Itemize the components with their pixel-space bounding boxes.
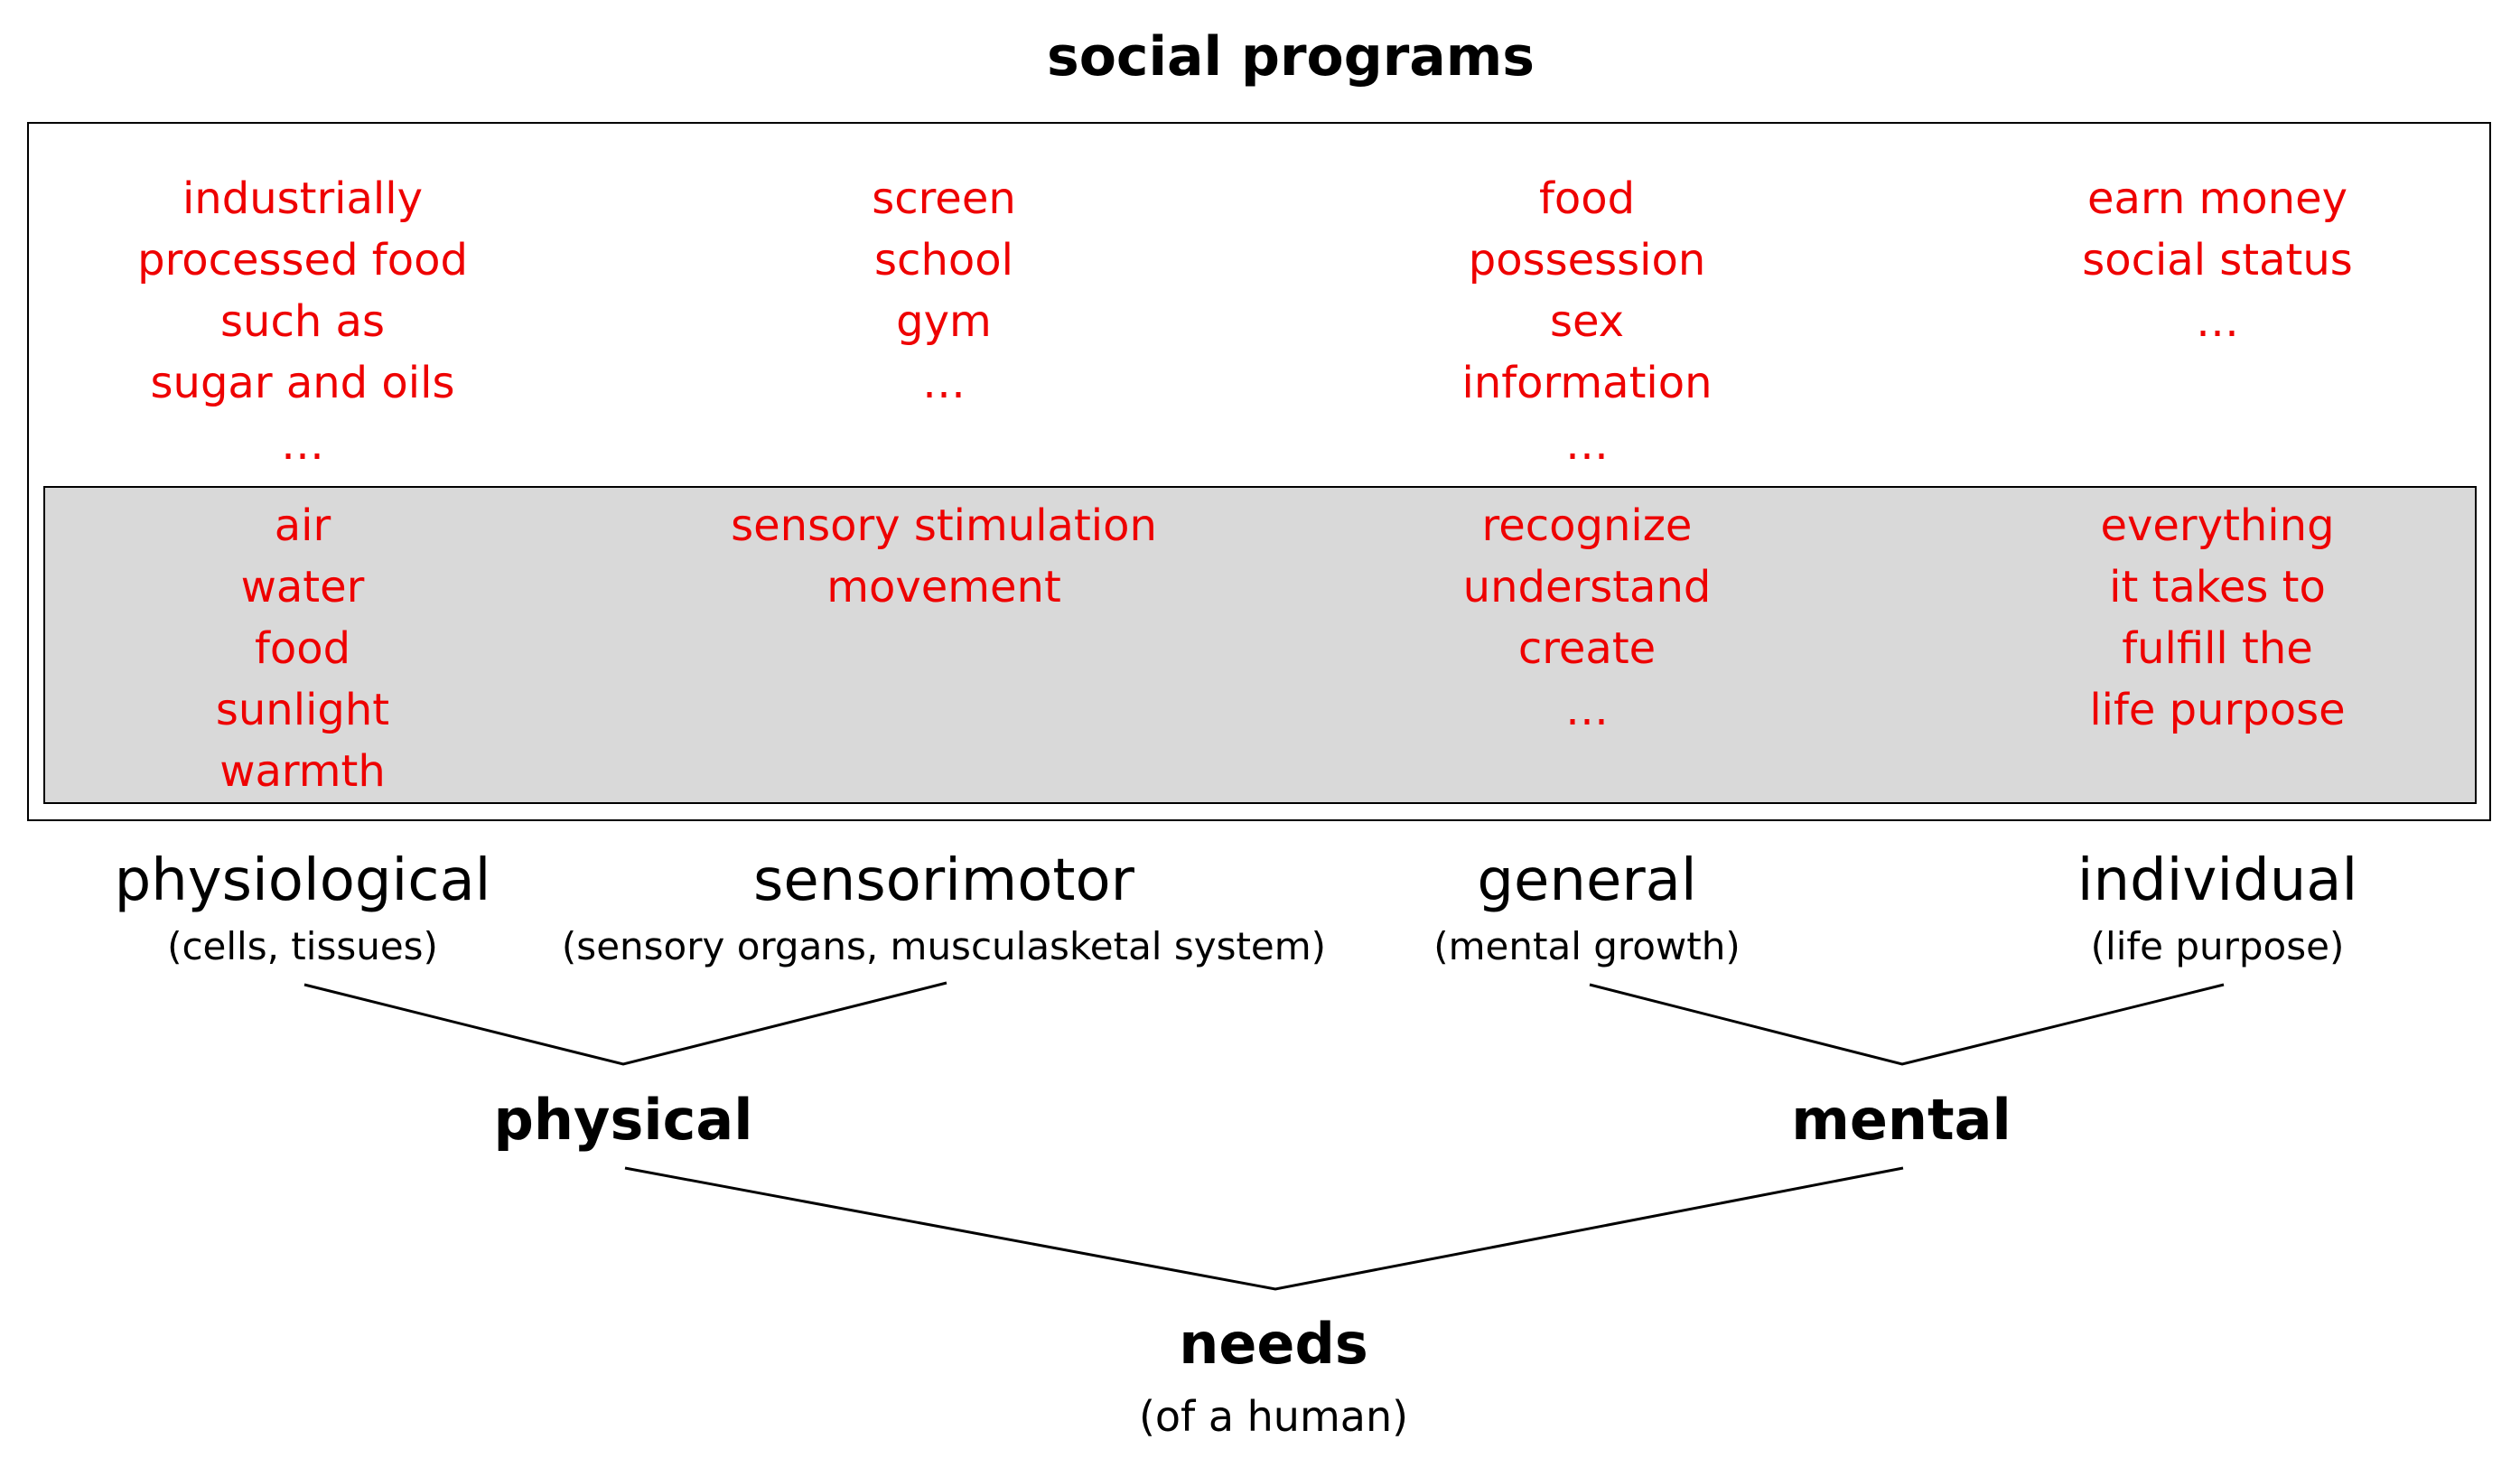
program-item: food — [1538, 173, 1636, 224]
need-item: fulfill the — [2122, 623, 2313, 674]
program-item: such as — [220, 296, 385, 347]
connector-physical — [303, 981, 947, 1066]
need-item: life purpose — [2089, 685, 2346, 735]
diagram-title: social programs — [1046, 25, 1535, 89]
program-item: gym — [896, 296, 992, 347]
category-general-sub: (mental growth) — [1433, 924, 1741, 968]
root-needs-sub: (of a human) — [1138, 1392, 1409, 1441]
needs-general: recognize understand create … — [1406, 495, 1768, 741]
programs-individual: earn money social status … — [2037, 168, 2398, 352]
program-item: … — [281, 419, 324, 470]
needs-physiological: air water food sunlight warmth — [122, 495, 483, 802]
program-item: … — [922, 358, 966, 408]
program-item: school — [874, 235, 1013, 285]
root-needs: needs — [1179, 1311, 1368, 1377]
need-item: food — [254, 623, 351, 674]
needs-items-box — [43, 486, 2477, 804]
category-sensorimotor: sensorimotor — [753, 847, 1134, 914]
need-item: air — [274, 500, 331, 551]
needs-sensorimotor: sensory stimulation movement — [718, 495, 1170, 618]
need-item: sunlight — [215, 685, 390, 735]
category-individual-sub: (life purpose) — [2090, 924, 2345, 968]
need-item: sensory stimulation — [731, 500, 1157, 551]
need-item: movement — [826, 562, 1061, 612]
programs-sensorimotor: screen school gym … — [763, 168, 1125, 414]
need-item: create — [1517, 623, 1657, 674]
group-mental: mental — [1791, 1087, 2011, 1153]
connector-mental — [1589, 983, 2225, 1066]
program-item: information — [1461, 358, 1713, 408]
program-item: social status — [2082, 235, 2353, 285]
programs-physiological: industrially processed food such as suga… — [122, 168, 483, 475]
programs-general: food possession sex information … — [1406, 168, 1768, 475]
program-item: screen — [872, 173, 1016, 224]
category-individual: individual — [2077, 847, 2358, 914]
need-item: understand — [1462, 562, 1712, 612]
program-item: … — [1565, 419, 1609, 470]
category-physiological-sub: (cells, tissues) — [167, 924, 438, 968]
program-item: sex — [1549, 296, 1625, 347]
need-item: … — [1565, 685, 1609, 735]
category-physiological: physiological — [114, 847, 491, 914]
group-physical: physical — [493, 1087, 753, 1153]
program-item: possession — [1468, 235, 1706, 285]
need-item: everything — [2100, 500, 2335, 551]
program-item: industrially — [182, 173, 424, 224]
category-general: general — [1477, 847, 1697, 914]
program-item: processed food — [137, 235, 468, 285]
need-item: it takes to — [2109, 562, 2326, 612]
need-item: water — [240, 562, 365, 612]
program-item: … — [2196, 296, 2239, 347]
category-sensorimotor-sub: (sensory organs, musculasketal system) — [561, 924, 1327, 968]
connector-needs — [624, 1166, 1904, 1291]
needs-individual: everything it takes to fulfill the life … — [2037, 495, 2398, 741]
program-item: earn money — [2087, 173, 2347, 224]
social-programs-box — [27, 122, 2491, 821]
need-item: warmth — [219, 746, 386, 797]
program-item: sugar and oils — [150, 358, 455, 408]
need-item: recognize — [1481, 500, 1693, 551]
